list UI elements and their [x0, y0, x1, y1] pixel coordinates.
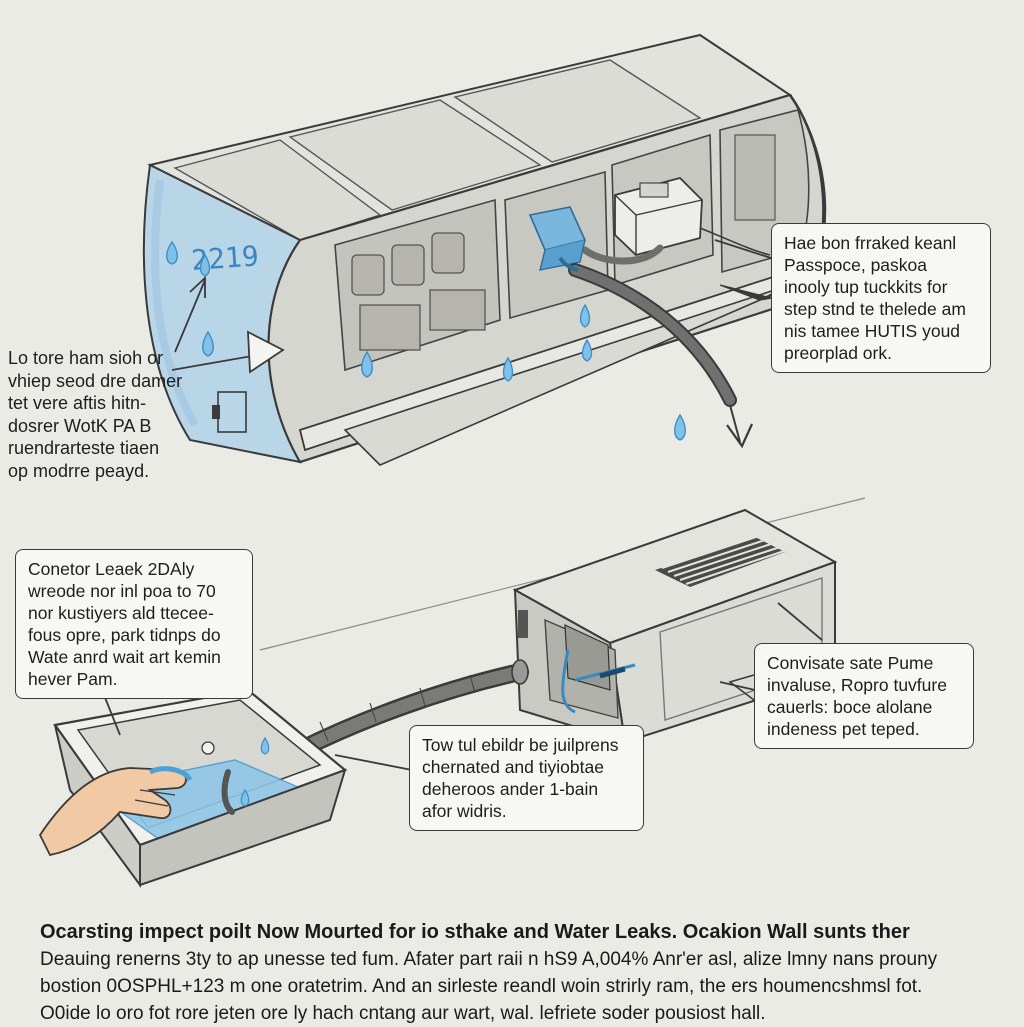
- callout-line: Tow tul ebildr be juilprens: [422, 735, 619, 755]
- arrow-icon: [726, 423, 754, 449]
- callout-line: op modrre peayd.: [8, 460, 150, 481]
- drain-hose-icon: [528, 206, 737, 407]
- callout-line: wreode nor inl poa to 70: [28, 581, 216, 601]
- callout-pump: Convisate sate Pume invaluse, Ropro tuvf…: [754, 643, 974, 749]
- caption-line: O0ide lo oro fot rore jeten ore ly hach …: [40, 1003, 766, 1024]
- callout-line: cauerls: boce alolane: [767, 697, 933, 717]
- arrow-icon: [174, 279, 206, 353]
- callout-line: fous opre, park tidnps do: [28, 625, 221, 645]
- caption-line: bostion 0OSPHL+123 m one oratetrim. And …: [40, 976, 923, 997]
- callout-line: vhiep seod dre damer: [8, 370, 183, 391]
- drain-hose-icon: [561, 649, 636, 714]
- callout-line: step stnd te thelede am: [784, 299, 966, 319]
- callout-line: invaluse, Ropro tuvfure: [767, 675, 947, 695]
- callout-line: Hae bon frraked keanl: [784, 233, 957, 253]
- callout-line: chernated and tiyiobtae: [422, 757, 604, 777]
- arrow-icon: [729, 404, 741, 443]
- arrow-icon: [334, 754, 413, 771]
- arrow-icon: [719, 681, 756, 691]
- hand-icon: [38, 766, 193, 857]
- callout-line: Wate anrd wait art kemin: [28, 647, 221, 667]
- arrow-icon: [189, 275, 206, 298]
- callout-indoor-left: Lo tore ham sioh or vhiep seod dre damer…: [8, 347, 182, 482]
- callout-line: nis tamee HUTIS youd: [784, 321, 961, 341]
- callout-line: Lo tore ham sioh or: [8, 348, 164, 368]
- callout-hose: Tow tul ebildr be juilprens chernated an…: [409, 725, 644, 831]
- callout-line: inooly tup tuckkits for: [784, 277, 948, 297]
- callout-line: Conetor Leaek 2DAly: [28, 559, 195, 579]
- callout-line: deheroos ander 1-bain: [422, 779, 599, 799]
- caption-line: Deauing renerns 3ty to ap unesse ted fum…: [40, 949, 938, 970]
- callout-line: tet vere aftis hitn-: [8, 393, 147, 413]
- caption: Ocarsting impect poilt Now Mourted for i…: [40, 918, 1015, 1027]
- callout-line: preorplad ork.: [784, 343, 892, 363]
- callout-line: hever Pam.: [28, 669, 118, 689]
- callout-line: indeness pet teped.: [767, 719, 920, 739]
- arrow-icon: [777, 602, 823, 641]
- callout-tray: Conetor Leaek 2DAly wreode nor inl poa t…: [15, 549, 253, 699]
- callout-line: nor kustiyers ald ttecee-: [28, 603, 214, 623]
- callout-line: Convisate sate Pume: [767, 653, 934, 673]
- arrow-icon: [714, 239, 772, 259]
- arrow-icon: [728, 674, 755, 701]
- callout-indoor-right: Hae bon frraked keanl Passpoce, paskoa i…: [771, 223, 991, 373]
- water-drop-icon: [240, 736, 270, 807]
- callout-line: ruendrarteste tiaen: [8, 438, 160, 458]
- arrow-icon: [247, 330, 285, 374]
- water-drop-icon: [166, 240, 686, 441]
- callout-line: Passpoce, paskoa: [784, 255, 928, 275]
- arrow-icon: [719, 284, 772, 301]
- caption-title: Ocarsting impect poilt Now Mourted for i…: [40, 921, 910, 943]
- callout-line: dosrer WotK PA B: [8, 415, 152, 436]
- callout-line: afor widris.: [422, 801, 507, 821]
